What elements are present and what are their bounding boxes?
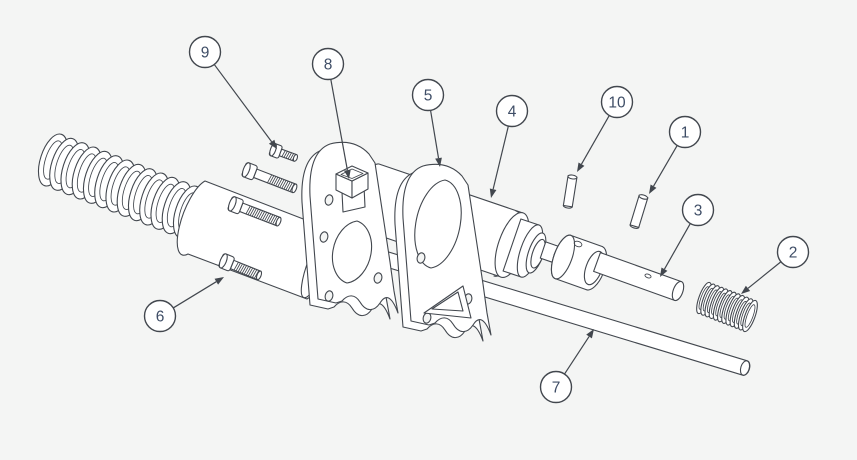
leader-line xyxy=(563,336,590,375)
spring-coil xyxy=(742,299,758,333)
front-mounting-plate xyxy=(301,141,399,320)
callout-1: 1 xyxy=(649,115,702,194)
callout-number: 9 xyxy=(201,45,210,62)
arrowhead xyxy=(435,157,442,167)
callout-circle xyxy=(539,370,573,404)
leader-line xyxy=(492,125,509,190)
callout-8: 8 xyxy=(311,47,351,179)
callout-number: 7 xyxy=(552,380,561,397)
arrowhead xyxy=(489,188,497,198)
receiver-screw-upper xyxy=(241,162,298,194)
cap-screw-6 xyxy=(218,253,263,281)
callout-number: 6 xyxy=(156,309,165,326)
arrowhead xyxy=(586,329,594,339)
callout-number: 4 xyxy=(508,104,517,121)
callout-circle xyxy=(681,193,715,227)
small-spring-2 xyxy=(696,281,758,333)
callout-circle xyxy=(311,47,345,81)
arrowhead xyxy=(344,169,351,179)
leader-line xyxy=(330,79,348,171)
leader-line xyxy=(429,110,440,159)
callout-6: 6 xyxy=(143,277,224,333)
arrowhead xyxy=(741,285,751,294)
leader-line xyxy=(653,145,678,187)
leader-line xyxy=(580,115,610,165)
leader-line xyxy=(747,261,782,289)
callout-2: 2 xyxy=(741,235,810,294)
callout-7: 7 xyxy=(539,329,594,404)
line-art xyxy=(37,133,758,376)
callouts-layer: 1 2 3 4 5 6 7 8 9 10 xyxy=(143,35,810,404)
callout-number: 3 xyxy=(694,203,703,220)
callout-5: 5 xyxy=(411,78,445,167)
arrowhead xyxy=(577,162,585,172)
dowel-pin-10 xyxy=(562,174,578,209)
callout-circle xyxy=(411,78,445,112)
main-spring xyxy=(37,133,204,239)
receiver-screw-middle xyxy=(227,196,282,227)
dowel-pin-1 xyxy=(629,194,649,229)
callout-10: 10 xyxy=(577,85,634,172)
callout-number: 5 xyxy=(424,88,433,105)
callout-circle xyxy=(600,85,634,119)
callout-circle xyxy=(668,115,702,149)
callout-circle xyxy=(143,299,177,333)
rear-mounting-plate xyxy=(394,163,492,342)
arrowhead xyxy=(649,184,657,194)
callout-3: 3 xyxy=(660,193,715,277)
callout-4: 4 xyxy=(489,94,529,198)
callout-number: 10 xyxy=(608,95,626,112)
callout-circle xyxy=(188,35,222,69)
callout-number: 1 xyxy=(681,125,690,142)
callout-number: 8 xyxy=(324,57,333,74)
callout-9: 9 xyxy=(188,35,277,149)
coupler-rod-3 xyxy=(593,252,685,302)
arrowhead xyxy=(268,139,277,149)
pan-head-screw-9 xyxy=(268,142,299,162)
arrowhead xyxy=(214,277,224,285)
callout-circle xyxy=(495,94,529,128)
leader-line xyxy=(663,223,691,270)
support-bracket xyxy=(423,285,472,319)
leader-line xyxy=(172,281,217,309)
arrowhead xyxy=(660,267,668,277)
leader-line xyxy=(213,64,273,143)
callout-number: 2 xyxy=(789,245,798,262)
callout-circle xyxy=(776,235,810,269)
